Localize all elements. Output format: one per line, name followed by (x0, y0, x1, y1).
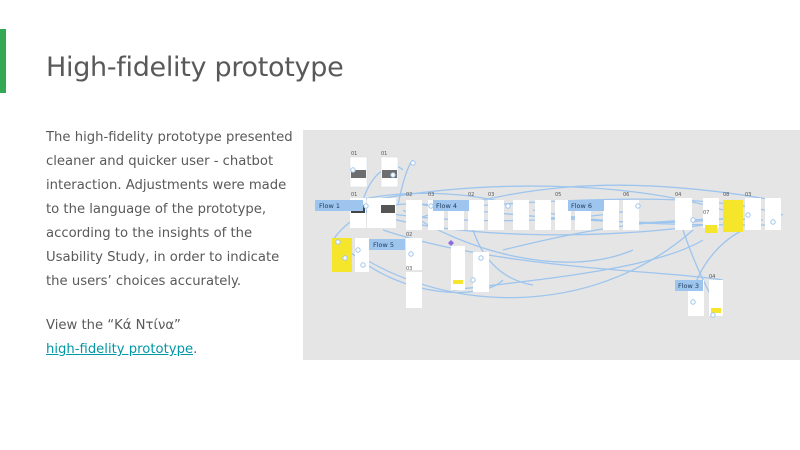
prototype-screens (332, 156, 781, 316)
description-line: the users’ choices accurately. (46, 274, 242, 289)
svg-text:04: 04 (675, 192, 681, 198)
svg-text:Flow 5: Flow 5 (373, 241, 394, 249)
svg-text:07: 07 (703, 210, 709, 216)
description-line: Usability Study, in order to indicate (46, 250, 280, 265)
description-line: cleaner and quicker user - chatbot (46, 154, 274, 169)
description-paragraph: The high-fidelity prototype presented cl… (46, 126, 296, 294)
description-line: The high-fidelity prototype presented (46, 130, 293, 145)
svg-text:03: 03 (488, 192, 494, 198)
flow-label-4: Flow 4 (433, 200, 469, 211)
svg-text:02: 02 (406, 192, 412, 198)
svg-text:03: 03 (406, 266, 412, 272)
prototype-map-image: Flow 1 Flow 5 Flow 4 Flow 6 Flow 3 01 01… (303, 130, 800, 360)
svg-text:03: 03 (745, 192, 751, 198)
flow-label-1: Flow 1 (315, 200, 363, 211)
svg-text:Flow 3: Flow 3 (678, 282, 699, 290)
view-link-line: high-fidelity prototype. (46, 338, 197, 362)
view-prefix: View the “Κά Ντίνα” (46, 318, 181, 333)
component-icon (448, 240, 454, 246)
frame-numbers: 01 01 01 02 02 03 03 02 03 04 05 06 07 0… (351, 151, 751, 280)
svg-text:Flow 6: Flow 6 (571, 202, 592, 210)
svg-text:08: 08 (723, 192, 729, 198)
page-title: High-fidelity prototype (46, 52, 344, 83)
view-prototype-paragraph: View the “Κά Ντίνα” high-fidelity protot… (46, 314, 197, 362)
description-line: to the language of the prototype, (46, 202, 267, 217)
svg-text:01: 01 (351, 192, 357, 198)
prototype-link[interactable]: high-fidelity prototype (46, 342, 194, 357)
flow-label-3: Flow 3 (675, 280, 703, 291)
accent-bar (0, 29, 6, 93)
svg-text:06: 06 (623, 192, 629, 198)
svg-text:01: 01 (381, 151, 387, 157)
svg-text:Flow 1: Flow 1 (319, 202, 340, 210)
svg-text:02: 02 (406, 232, 412, 238)
svg-text:01: 01 (351, 151, 357, 157)
flow-label-6: Flow 6 (568, 200, 604, 211)
svg-text:02: 02 (468, 192, 474, 198)
svg-text:05: 05 (555, 192, 561, 198)
flow-label-5: Flow 5 (369, 239, 405, 250)
description-line: interaction. Adjustments were made (46, 178, 287, 193)
svg-text:Flow 4: Flow 4 (436, 202, 457, 210)
prototype-map-svg: Flow 1 Flow 5 Flow 4 Flow 6 Flow 3 01 01… (315, 151, 784, 318)
svg-text:04: 04 (709, 274, 715, 280)
svg-text:03: 03 (428, 192, 434, 198)
link-suffix: . (193, 342, 198, 357)
description-line: according to the insights of the (46, 226, 253, 241)
